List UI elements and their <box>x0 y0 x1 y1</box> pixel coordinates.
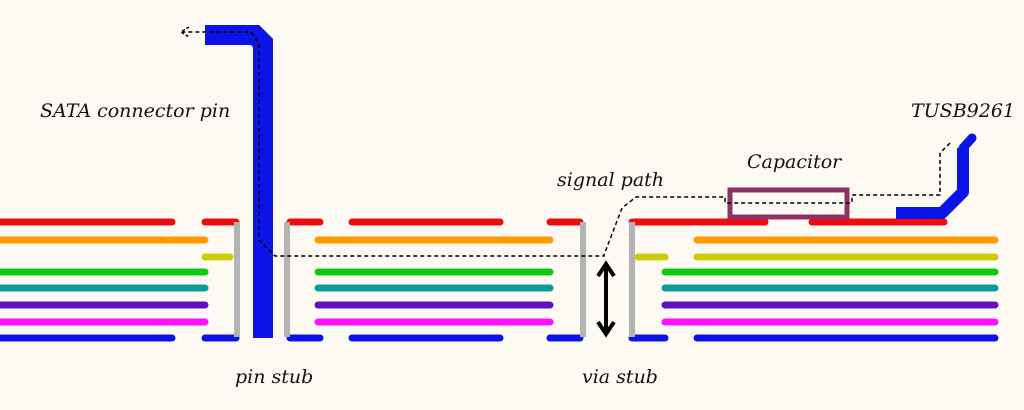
tusb9261-lead-tip <box>958 133 977 153</box>
signal-path-line <box>182 31 951 257</box>
via-stub-arrow <box>596 260 616 338</box>
sata-connector-pin <box>205 25 273 338</box>
pin-stub-label: pin stub <box>235 366 313 388</box>
via-barrels <box>234 222 635 337</box>
tusb9261-lead <box>896 148 969 219</box>
signal-path-arrowhead <box>179 26 190 38</box>
copper-layers <box>0 218 999 342</box>
via-stub-arrow-head-down <box>596 320 616 338</box>
via-stub-label: via stub <box>582 366 658 388</box>
via-stub-arrow-head-up <box>596 260 616 278</box>
sata-connector-pin-label: SATA connector pin <box>40 100 230 122</box>
signal-path-label: signal path <box>557 169 664 191</box>
capacitor-label: Capacitor <box>747 151 843 173</box>
tusb9261-label: TUSB9261 <box>911 100 1015 122</box>
